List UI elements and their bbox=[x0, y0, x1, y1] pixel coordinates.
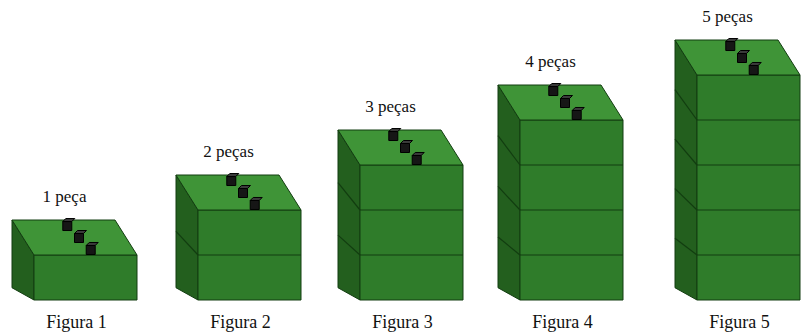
brick-stud-top bbox=[726, 39, 738, 42]
brick-top bbox=[176, 175, 301, 210]
brick-stud bbox=[250, 200, 259, 209]
brick-seam bbox=[697, 209, 800, 210]
brick-stud-top bbox=[227, 174, 239, 177]
brick-front bbox=[520, 120, 623, 300]
brick-seam bbox=[176, 231, 198, 255]
brick-stud-top bbox=[401, 141, 413, 144]
brick-stud bbox=[401, 144, 410, 153]
piece-count: 3 peças bbox=[365, 98, 416, 115]
brick-stud bbox=[549, 87, 558, 96]
brick-seam bbox=[675, 238, 697, 255]
brick-stud bbox=[389, 132, 398, 141]
brick-stud-top bbox=[239, 186, 251, 189]
brick-seam bbox=[198, 254, 301, 255]
brick-stud bbox=[86, 245, 95, 254]
brick-stud-top bbox=[389, 129, 401, 132]
figure-caption: Figura 3 bbox=[372, 313, 433, 331]
brick-stud-top bbox=[63, 219, 75, 222]
brick-seam bbox=[697, 254, 800, 255]
figure-caption: Figura 2 bbox=[210, 313, 271, 331]
brick-top bbox=[12, 220, 137, 255]
brick-stud-top bbox=[561, 96, 573, 99]
brick-stud-top bbox=[412, 152, 424, 155]
brick-seam bbox=[675, 189, 697, 210]
piece-count: 4 peças bbox=[525, 53, 576, 70]
brick-seam bbox=[498, 136, 520, 165]
brick-stud bbox=[738, 54, 747, 63]
brick-side bbox=[498, 85, 520, 300]
brick-front bbox=[198, 210, 301, 300]
brick-front bbox=[697, 75, 800, 300]
brick-seam bbox=[360, 209, 463, 210]
brick-stud bbox=[572, 110, 581, 119]
brick-seam bbox=[498, 237, 520, 255]
brick-seam bbox=[697, 119, 800, 120]
brick-top bbox=[675, 40, 800, 75]
brick-side bbox=[675, 40, 697, 300]
brick-stud-top bbox=[250, 197, 262, 200]
brick-seam bbox=[498, 186, 520, 210]
brick-seam bbox=[675, 139, 697, 165]
brick-top bbox=[498, 85, 623, 120]
brick-seam bbox=[520, 164, 623, 165]
figure-caption: Figura 5 bbox=[709, 313, 770, 331]
figure-caption: Figura 4 bbox=[532, 313, 593, 331]
brick-seam bbox=[338, 235, 360, 255]
brick-stud bbox=[239, 189, 248, 198]
piece-count: 2 peças bbox=[203, 143, 254, 160]
brick-top bbox=[338, 130, 463, 165]
brick-stud bbox=[75, 234, 84, 243]
brick-stud bbox=[726, 42, 735, 51]
brick-stud-top bbox=[572, 107, 584, 110]
brick-stud-top bbox=[749, 62, 761, 65]
piece-count: 1 peça bbox=[43, 188, 87, 205]
brick-stud bbox=[63, 222, 72, 231]
piece-count: 5 peças bbox=[702, 8, 753, 25]
brick-seam bbox=[360, 254, 463, 255]
brick-front bbox=[34, 255, 137, 300]
brick-seam bbox=[338, 183, 360, 210]
brick-stud bbox=[412, 155, 421, 164]
brick-stud-top bbox=[75, 231, 87, 234]
brick-seam bbox=[697, 164, 800, 165]
brick-stud-top bbox=[549, 84, 561, 87]
brick-front bbox=[360, 165, 463, 300]
brick-stud bbox=[749, 65, 758, 74]
brick-seam bbox=[520, 254, 623, 255]
brick-stud-top bbox=[86, 242, 98, 245]
brick-stud-top bbox=[738, 51, 750, 54]
brick-stud bbox=[561, 99, 570, 108]
brick-stud bbox=[227, 177, 236, 186]
brick-seam bbox=[675, 90, 697, 120]
brick-seam bbox=[520, 209, 623, 210]
figure-caption: Figura 1 bbox=[46, 313, 107, 331]
